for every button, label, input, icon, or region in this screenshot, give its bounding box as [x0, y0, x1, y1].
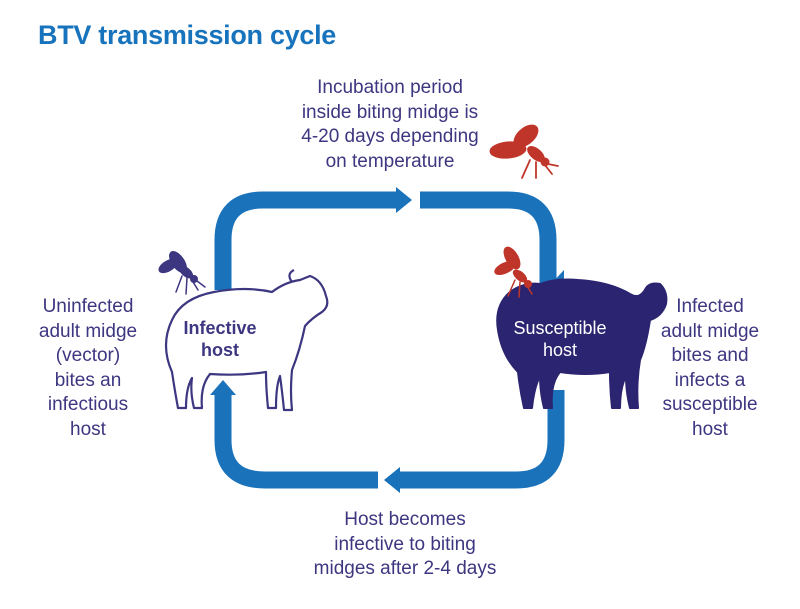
diagram-title: BTV transmission cycle [38, 20, 337, 50]
infected-midge-label: Infected adult midge bites and infects a… [660, 296, 760, 440]
arrowhead-bottom [210, 380, 400, 493]
arrow-top [214, 191, 557, 290]
infected-midge-right-icon [494, 246, 533, 298]
host-infective-label: Host becomes infective to biting midges … [313, 509, 497, 579]
uninfected-midge-label: Uninfected adult midge (vector) bites an… [38, 296, 138, 440]
susceptible-host-label: Susceptible host [513, 318, 607, 360]
infective-host-label: Infective host [183, 318, 257, 360]
infective-sheep-icon [164, 269, 329, 412]
uninfected-midge-icon [158, 251, 206, 295]
susceptible-sheep-icon [496, 278, 668, 409]
arrow-bottom [214, 390, 565, 489]
incubation-period-label: Incubation period inside biting midge is… [301, 77, 479, 172]
infected-midge-top-icon [489, 124, 559, 179]
